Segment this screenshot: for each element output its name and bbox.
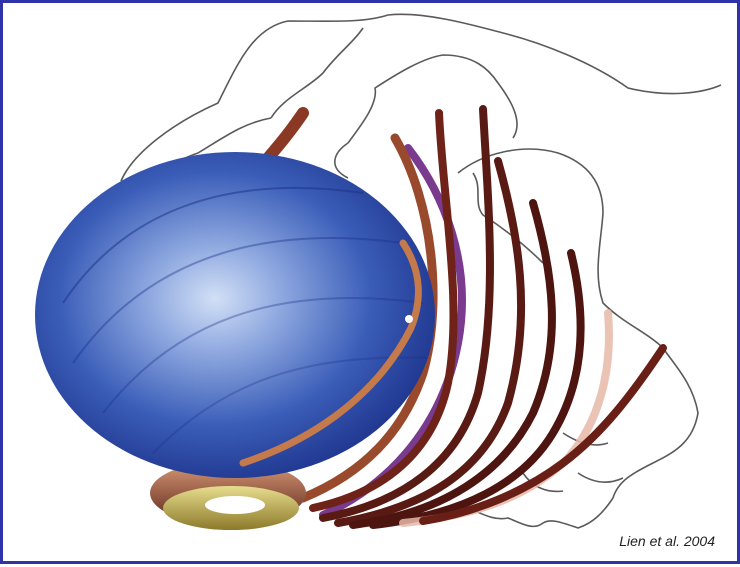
figure-illustration (3, 3, 740, 567)
marker-dot (405, 315, 413, 323)
balloon (35, 152, 435, 478)
figure-credit: Lien et al. 2004 (619, 533, 715, 549)
